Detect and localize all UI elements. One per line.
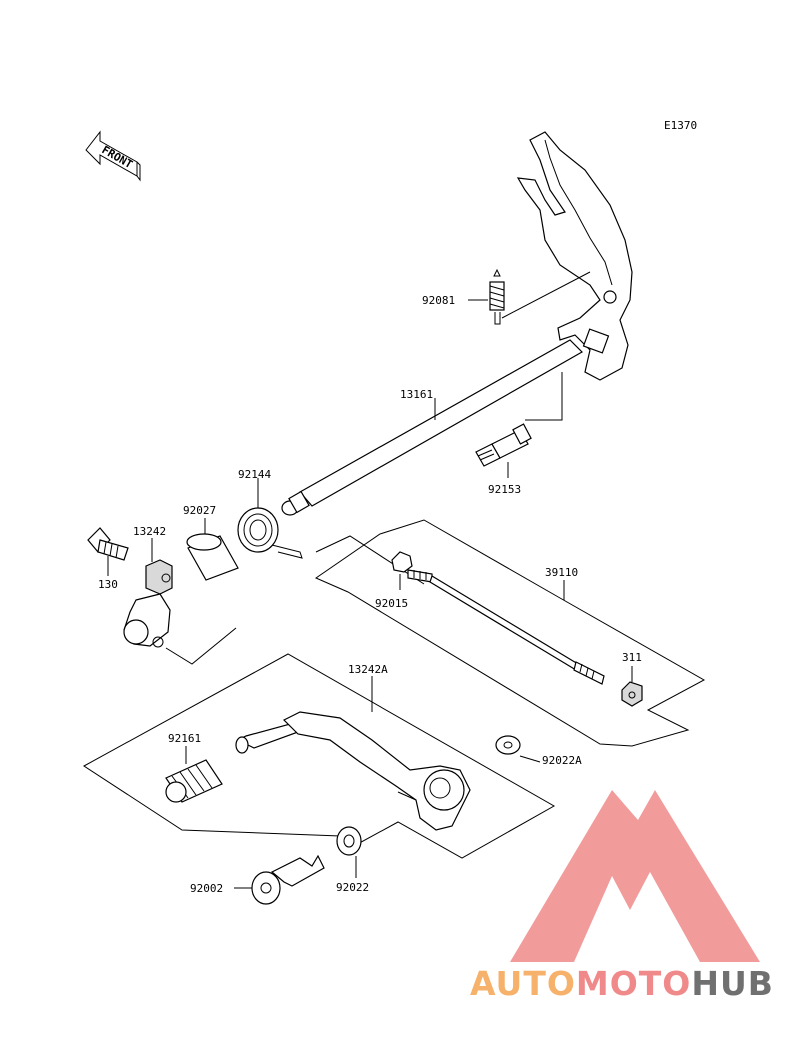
label-92022: 92022	[336, 881, 369, 894]
label-92081: 92081	[422, 294, 455, 307]
spring-92081-part	[489, 268, 505, 325]
collar-92027-part	[186, 533, 239, 581]
front-arrow-icon: FRONT	[85, 130, 141, 182]
shift-arm-part	[516, 131, 633, 381]
label-92022A: 92022A	[542, 754, 582, 767]
label-13161: 13161	[400, 388, 433, 401]
shift-shaft-part	[281, 339, 583, 516]
washer-92022A-part	[495, 735, 521, 755]
label-92015: 92015	[375, 597, 408, 610]
watermark-text: AUTOMOTOHUB	[470, 964, 774, 1003]
bolt-130-part	[87, 527, 129, 561]
label-92144: 92144	[238, 468, 271, 481]
svg-text:AUTOMOTOHUB: AUTOMOTOHUB	[470, 964, 774, 1003]
clamp-13242-part	[145, 559, 173, 595]
label-92153: 92153	[488, 483, 521, 496]
label-13242A: 13242A	[348, 663, 388, 676]
label-92161: 92161	[168, 732, 201, 745]
label-92027: 92027	[183, 504, 216, 517]
shift-lever-part	[123, 593, 171, 648]
pedal-rubber-92161-part	[165, 759, 223, 803]
label-130: 130	[98, 578, 118, 591]
shift-pedal-part	[235, 711, 471, 831]
diagram-code: E1370	[664, 119, 697, 132]
front-label: FRONT	[100, 143, 136, 171]
label-92002: 92002	[190, 882, 223, 895]
watermark-logo-icon	[510, 790, 760, 962]
pivot-bolt-92002-part	[251, 854, 325, 905]
nut-92015-part	[391, 551, 413, 573]
label-13242: 13242	[133, 525, 166, 538]
tie-rod-39110-part	[407, 569, 605, 685]
nut-311-part	[621, 681, 643, 707]
bolt-92153-part	[475, 423, 532, 467]
label-311: 311	[622, 651, 642, 664]
return-spring-92144-part	[237, 507, 303, 559]
label-39110: 39110	[545, 566, 578, 579]
washer-92022-part	[336, 826, 362, 856]
